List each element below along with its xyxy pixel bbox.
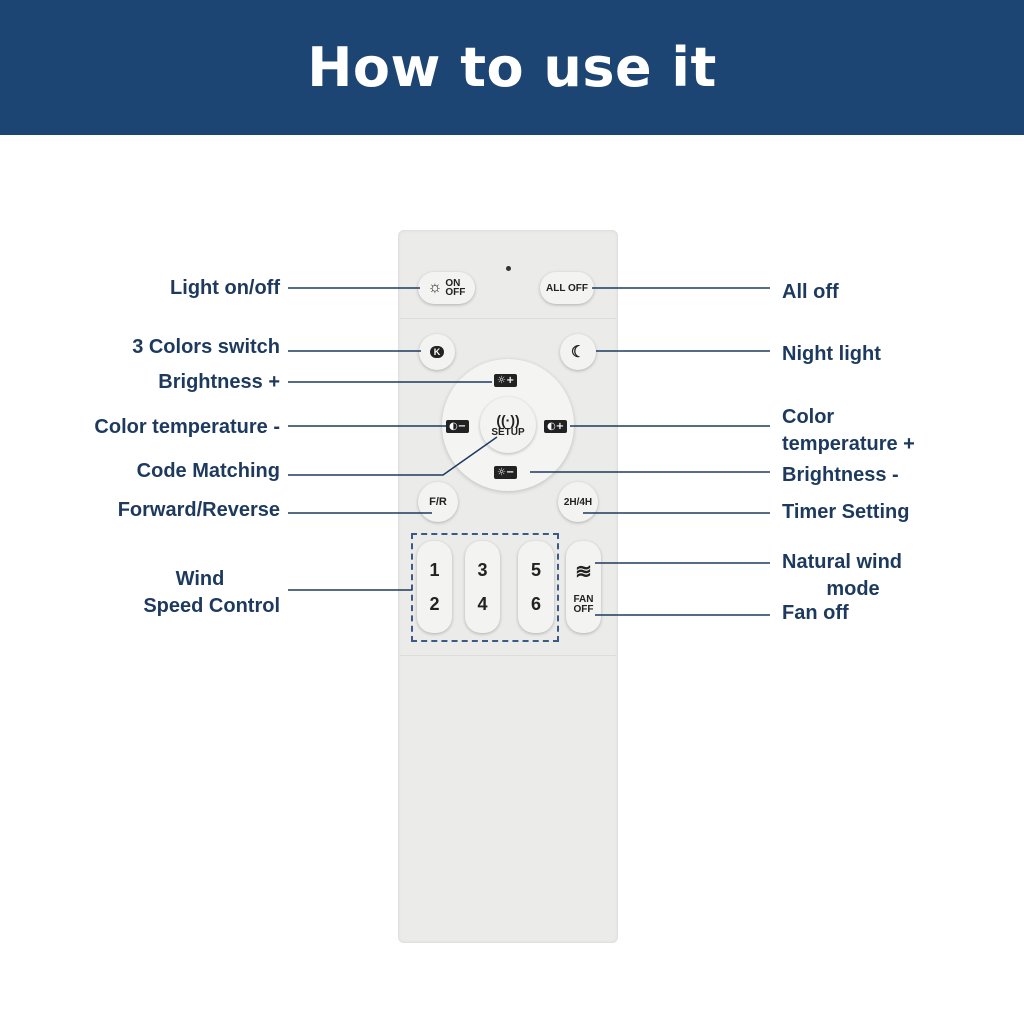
speed-2-button[interactable]: 2: [429, 593, 440, 614]
timer-button[interactable]: 2H/4H: [558, 482, 598, 522]
forward-reverse-button[interactable]: F/R: [418, 482, 458, 522]
label-color-temp-minus: Color temperature -: [94, 416, 280, 438]
label-code-matching: Code Matching: [136, 460, 280, 482]
label-colors-switch: 3 Colors switch: [132, 336, 280, 358]
page-title: How to use it: [307, 36, 717, 99]
brightness-minus-button[interactable]: ☼−: [494, 466, 518, 479]
label-natural-wind-mode: mode: [826, 578, 880, 600]
label-timer-setting: Timer Setting: [782, 501, 910, 523]
k-icon: K: [429, 346, 445, 358]
label-forward-reverse: Forward/Reverse: [117, 499, 280, 521]
label-light-on-off: Light on/off: [170, 277, 280, 299]
night-light-button[interactable]: ☾: [560, 334, 596, 370]
speed-5-button[interactable]: 5: [530, 559, 541, 580]
color-temp-plus-button[interactable]: ◐+: [544, 420, 568, 433]
label-wind: Wind: [175, 568, 225, 590]
color-temp-minus-button[interactable]: ◐−: [446, 420, 470, 433]
divider: [400, 318, 616, 319]
speed-1-button[interactable]: 1: [429, 559, 440, 580]
speed-4-button[interactable]: 4: [477, 593, 488, 614]
label-brightness-plus: Brightness +: [158, 371, 280, 393]
label-natural-wind: Natural wind: [782, 551, 903, 573]
natural-wind-button[interactable]: ≋: [575, 560, 592, 583]
color-switch-button[interactable]: K: [419, 334, 455, 370]
callout-line: [288, 436, 498, 476]
speed-3-button[interactable]: 3: [477, 559, 488, 580]
moon-icon: ☾: [570, 344, 586, 361]
label-fan-off: Fan off: [782, 602, 849, 624]
sun-icon: ☼: [427, 279, 443, 296]
all-off-button[interactable]: ALL OFF: [540, 272, 594, 304]
setup-button[interactable]: ((·)) SETUP: [480, 397, 536, 453]
indicator-led: [506, 266, 511, 271]
label-speed-control: Speed Control: [143, 595, 280, 617]
label-night-light: Night light: [782, 343, 881, 365]
divider: [400, 655, 616, 656]
label-all-off: All off: [782, 281, 839, 303]
wind-speed-highlight-box: [411, 533, 559, 642]
label-brightness-minus: Brightness -: [782, 464, 899, 486]
label-color-temp-plus-2: temperature +: [782, 433, 915, 455]
wifi-icon: ((·)): [496, 411, 520, 428]
label-color-temp-plus: Color: [782, 406, 835, 428]
brightness-plus-button[interactable]: ☼+: [494, 374, 518, 387]
header-banner: How to use it: [0, 0, 1024, 135]
speed-6-button[interactable]: 6: [530, 593, 541, 614]
